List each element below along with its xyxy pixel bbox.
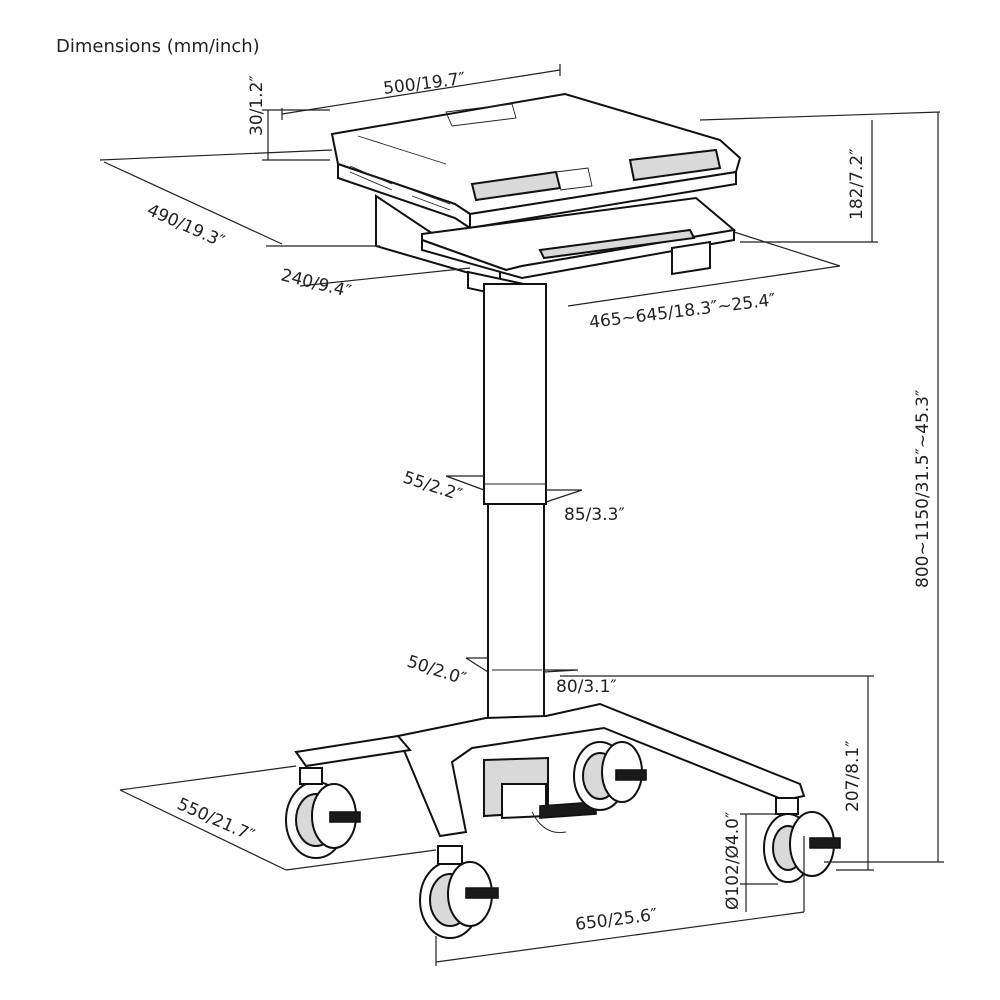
tray-width-label: 465~645/18.3″~25.4″ <box>588 290 777 333</box>
work-surface <box>330 92 742 230</box>
base-depth-label: 550/21.7″ <box>174 794 257 846</box>
caster-left <box>285 767 361 859</box>
top-depth-label: 490/19.3″ <box>144 200 227 252</box>
base <box>294 702 806 838</box>
caster-back <box>573 741 647 811</box>
top-thickness-label: 30/1.2″ <box>247 75 267 136</box>
diagram-title: Dimensions (mm/inch) <box>56 36 260 57</box>
top-width-label: 500/19.7″ <box>382 69 466 99</box>
keyboard-tray <box>375 194 737 302</box>
dimension-lines <box>99 64 944 966</box>
caster-front <box>419 845 499 939</box>
upper-column-width-label: 85/3.3″ <box>564 505 625 525</box>
top-height-label: 182/7.2″ <box>847 148 867 220</box>
lower-column-width-label: 80/3.1″ <box>556 677 617 697</box>
tray-depth-label: 240/9.4″ <box>279 265 353 302</box>
lower-column-depth-label: 50/2.0″ <box>404 652 468 690</box>
column <box>483 283 547 729</box>
caster-diameter-label: Ø102/Ø4.0″ <box>723 812 743 910</box>
caster-right <box>763 797 841 883</box>
upper-column-depth-label: 55/2.2″ <box>400 468 464 506</box>
base-height-label: 207/8.1″ <box>843 740 863 812</box>
overall-height-label: 800~1150/31.5″~45.3″ <box>913 390 933 588</box>
base-width-label: 650/25.6″ <box>574 905 658 935</box>
